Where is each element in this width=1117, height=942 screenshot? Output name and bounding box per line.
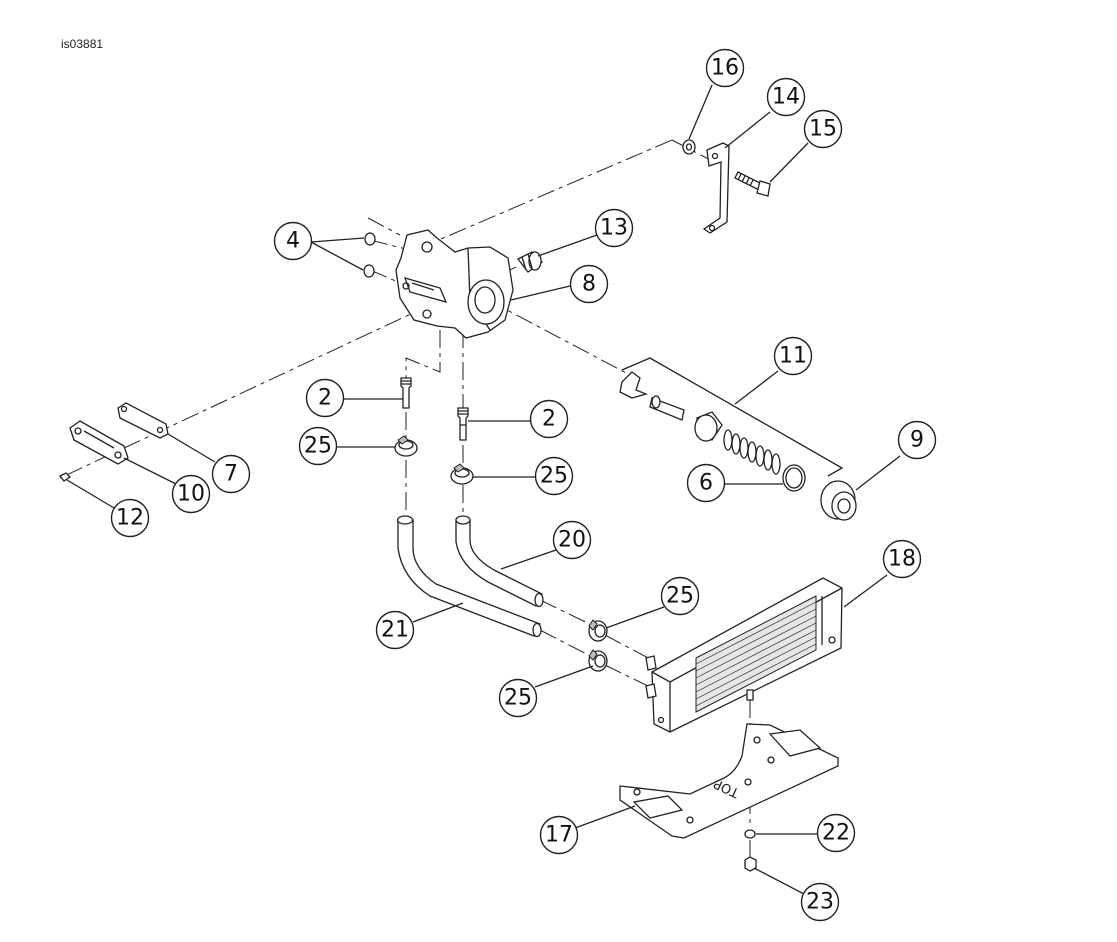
fitting-2-left <box>400 377 412 409</box>
callout-15: 15 <box>803 109 843 149</box>
callout-25-c-label: 25 <box>666 584 694 609</box>
callout-7: 7 <box>211 454 251 494</box>
callout-8: 8 <box>569 264 609 304</box>
callout-18: 18 <box>882 539 922 579</box>
valve-assembly-11 <box>619 357 844 477</box>
callout-8-label: 8 <box>582 272 596 297</box>
callout-25-a: 25 <box>298 426 338 466</box>
callout-25-b-label: 25 <box>540 464 568 489</box>
callout-17: 17 <box>539 815 579 855</box>
callout-2-left-label: 2 <box>318 386 332 411</box>
oil-cooler-18 <box>645 577 843 733</box>
callout-10: 10 <box>171 474 211 514</box>
callout-13: 13 <box>594 208 634 248</box>
callout-22-label: 22 <box>822 821 850 846</box>
callout-25-a-label: 25 <box>304 434 332 459</box>
washer-16 <box>682 139 696 155</box>
leader-lines <box>66 84 901 895</box>
washer-22 <box>744 829 756 839</box>
callout-11: 11 <box>773 336 813 376</box>
callout-6: 6 <box>686 463 726 503</box>
callout-20-label: 20 <box>558 528 586 553</box>
bracket-14 <box>702 142 730 234</box>
callout-21: 21 <box>375 610 415 650</box>
callout-18-label: 18 <box>888 547 916 572</box>
clamp-25-lower <box>588 649 608 672</box>
callout-17-label: 17 <box>545 823 573 848</box>
o-ring-6 <box>782 464 806 492</box>
callout-16-label: 16 <box>711 56 739 81</box>
mounting-plate-17: TOP <box>619 723 839 839</box>
screw-12 <box>58 472 72 482</box>
callout-2-right-label: 2 <box>542 407 556 432</box>
callout-20: 20 <box>552 520 592 560</box>
callout-23-label: 23 <box>806 890 834 915</box>
callout-22: 22 <box>816 813 856 853</box>
hose-20 <box>455 515 544 608</box>
nut-23 <box>744 856 757 872</box>
callout-14: 14 <box>766 77 806 117</box>
callout-9-label: 9 <box>910 428 924 453</box>
callout-25-b: 25 <box>534 456 574 496</box>
clamp-25-right <box>450 463 474 485</box>
callout-12-label: 12 <box>116 506 144 531</box>
gasket-7 <box>117 402 169 439</box>
plate-10 <box>69 420 129 465</box>
callout-6-label: 6 <box>699 471 713 496</box>
callout-25-d-label: 25 <box>504 686 532 711</box>
callout-2-right: 2 <box>529 399 569 439</box>
adapter-housing-8 <box>395 229 514 339</box>
cap-9 <box>820 480 857 521</box>
callout-9: 9 <box>897 420 937 460</box>
washers-4 <box>363 232 376 278</box>
callout-12: 12 <box>110 498 150 538</box>
callout-4-label: 4 <box>286 229 300 254</box>
callout-16: 16 <box>705 48 745 88</box>
clamp-25-upper <box>588 619 608 642</box>
callout-23: 23 <box>800 882 840 922</box>
fitting-2-right <box>457 407 469 441</box>
clamp-25-left <box>394 435 418 457</box>
callout-13-label: 13 <box>600 216 628 241</box>
callout-10-label: 10 <box>177 482 205 507</box>
callout-4: 4 <box>273 221 313 261</box>
callout-2-left: 2 <box>305 378 345 418</box>
callout-11-label: 11 <box>779 344 807 369</box>
callout-21-label: 21 <box>381 618 409 643</box>
callout-15-label: 15 <box>809 117 837 142</box>
plug-13 <box>517 251 544 273</box>
callout-25-d: 25 <box>498 678 538 718</box>
bolt-15 <box>734 171 771 197</box>
callout-14-label: 14 <box>772 85 800 110</box>
hose-21 <box>396 515 542 638</box>
callout-7-label: 7 <box>224 462 238 487</box>
callout-25-c: 25 <box>660 576 700 616</box>
figure-id-label: is03881 <box>61 37 104 51</box>
